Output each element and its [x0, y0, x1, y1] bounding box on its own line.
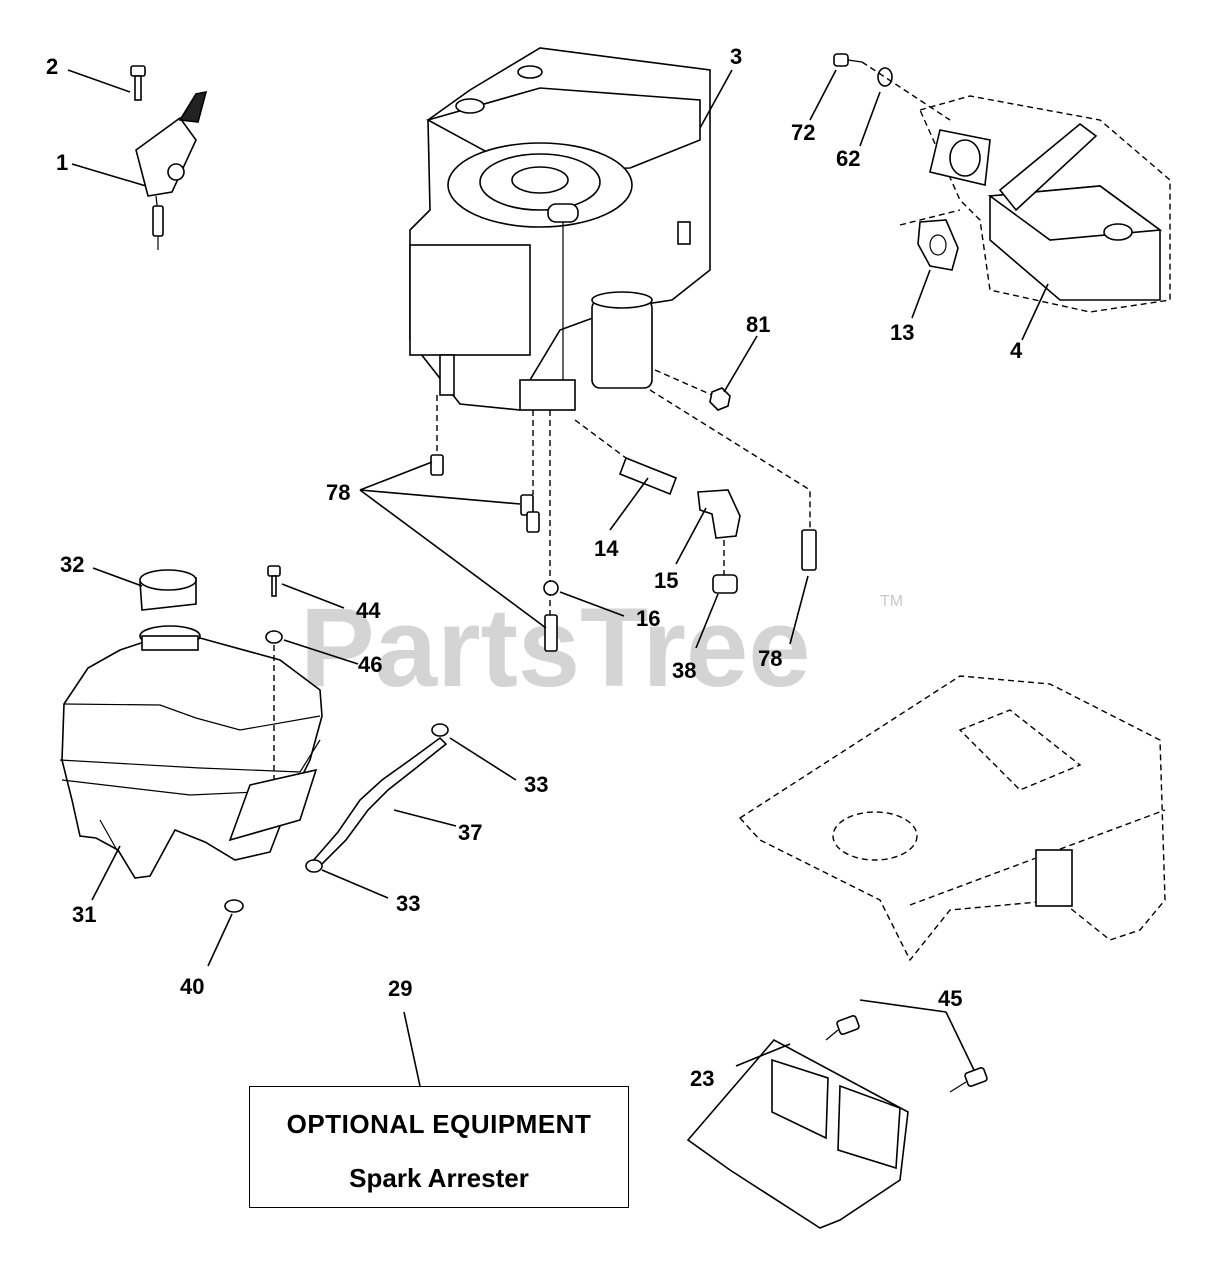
- frame: [738, 675, 1166, 962]
- throttle-control: [130, 65, 208, 250]
- callout-78-filter: 78: [758, 646, 782, 671]
- callout-45: 45: [938, 986, 962, 1011]
- muffler: [919, 95, 1171, 313]
- callout-15: 15: [654, 568, 678, 593]
- optional-equipment-box: OPTIONAL EQUIPMENT Spark Arrester: [249, 1086, 629, 1208]
- callout-23: 23: [690, 1066, 714, 1091]
- tank-nut: [224, 899, 244, 913]
- callout-81: 81: [746, 312, 770, 337]
- exhaust-gasket: [917, 219, 959, 271]
- callout-2: 2: [46, 54, 58, 79]
- optional-equipment-title: OPTIONAL EQUIPMENT: [286, 1109, 592, 1139]
- engine: [409, 47, 711, 411]
- tank-washer: [265, 630, 283, 644]
- spark-arrester-label: Spark Arrester: [349, 1163, 529, 1193]
- oil-drain-nipple: [574, 419, 678, 496]
- callout-31: 31: [72, 902, 96, 927]
- callout-1: 1: [56, 150, 68, 175]
- callout-14: 14: [594, 536, 619, 561]
- callout-78-engine: 78: [326, 480, 350, 505]
- fuel-cap: [139, 569, 197, 611]
- callout-33-bottom: 33: [396, 891, 420, 916]
- drain-cap: [712, 574, 738, 594]
- callout-13: 13: [890, 320, 914, 345]
- tank-bolt: [267, 565, 281, 597]
- leader-lines: [67, 69, 1049, 1087]
- callout-40: 40: [180, 974, 204, 999]
- callout-3: 3: [730, 44, 742, 69]
- fuel-line: [310, 736, 448, 870]
- shield-screw: [825, 1015, 988, 1093]
- exhaust-bolt: [833, 53, 863, 67]
- hose-clamp: [305, 723, 449, 873]
- callout-32: 32: [60, 552, 84, 577]
- callout-33-top: 33: [524, 772, 548, 797]
- callout-16: 16: [636, 606, 660, 631]
- callout-37: 37: [458, 820, 482, 845]
- callout-72: 72: [791, 120, 815, 145]
- lock-washer: [543, 580, 559, 596]
- oil-drain-elbow: [697, 489, 741, 575]
- callout-46: 46: [358, 652, 382, 677]
- callout-4: 4: [1010, 338, 1023, 363]
- trademark-mark: TM: [880, 593, 903, 610]
- fuel-tank: [59, 625, 323, 879]
- callout-38: 38: [672, 658, 696, 683]
- callout-44: 44: [356, 598, 381, 623]
- exhaust-washer: [877, 67, 893, 87]
- hex-nut: [709, 387, 731, 411]
- engine-bolt: [430, 454, 817, 652]
- heat-shield: [686, 1038, 909, 1229]
- callout-62: 62: [836, 146, 860, 171]
- callout-29: 29: [388, 976, 412, 1001]
